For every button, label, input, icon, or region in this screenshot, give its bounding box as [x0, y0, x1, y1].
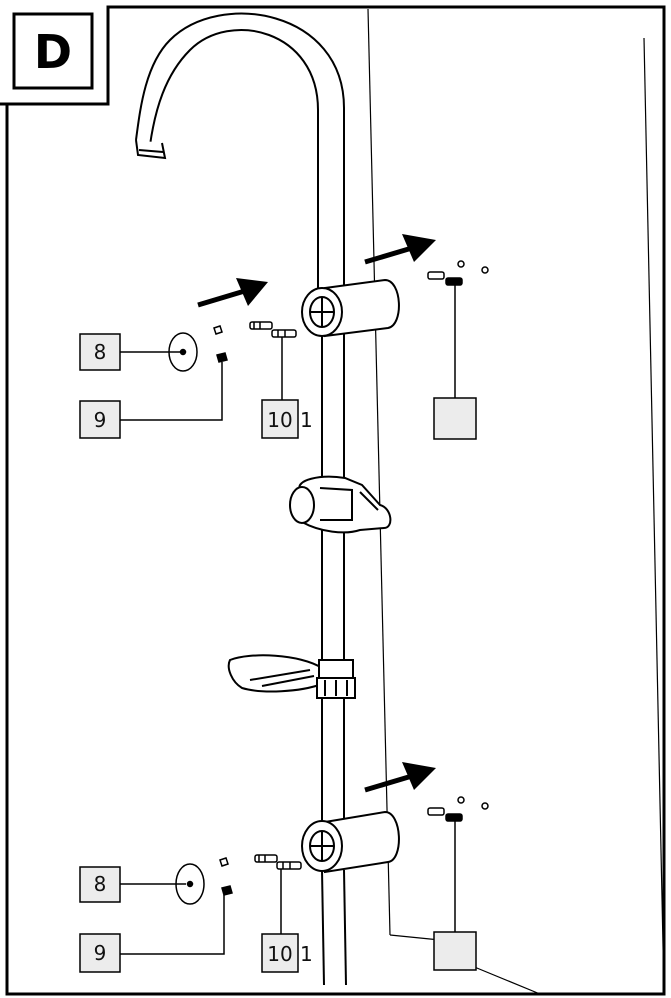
bottom-leaders [120, 869, 282, 955]
soap-dish [227, 654, 356, 699]
arrow-bottom-right [364, 762, 436, 793]
wall-line-bottom [389, 934, 541, 995]
top-cover-label: 8 [94, 340, 107, 364]
top-right-label-box [433, 397, 477, 440]
bottom-screw-label: 9 [94, 941, 107, 965]
arrow-top-right [364, 234, 436, 265]
top-screw-label: 9 [94, 408, 107, 432]
bottom-anchor-label-suffix: 1 [300, 942, 313, 966]
shower-arm [135, 12, 345, 290]
step-badge-border [0, 5, 664, 106]
top-right-fixings [427, 260, 489, 398]
bottom-screw-small [219, 857, 233, 896]
top-leaders [120, 337, 283, 421]
bottom-cover-label: 8 [94, 872, 107, 896]
wall-line-right [643, 37, 665, 995]
handset-holder [289, 475, 392, 534]
slide-rail [321, 330, 347, 986]
bottom-screw-label-box [79, 933, 121, 973]
top-anchor-label-box [261, 399, 299, 439]
bottom-anchor-plugs [254, 854, 302, 870]
bottom-right-fixings [427, 796, 489, 932]
top-anchor-label-suffix: 1 [300, 408, 313, 432]
bottom-right-label-box [433, 931, 477, 971]
top-cover-label-box [79, 333, 121, 371]
step-badge-box [12, 12, 94, 90]
bottom-cover-label-box [79, 866, 121, 903]
top-anchor-plugs [249, 321, 297, 338]
bottom-anchor-label-box [261, 933, 299, 973]
arrow-top-left [197, 278, 268, 308]
top-anchor-label: 10 [267, 408, 292, 432]
step-letter: D [34, 25, 72, 79]
wall-line-left [367, 8, 391, 936]
top-screw-small [213, 325, 228, 363]
top-wall-bracket [301, 278, 400, 338]
bottom-wall-bracket [301, 810, 400, 874]
bottom-anchor-label: 10 [267, 942, 292, 966]
top-screw-label-box [79, 400, 121, 439]
